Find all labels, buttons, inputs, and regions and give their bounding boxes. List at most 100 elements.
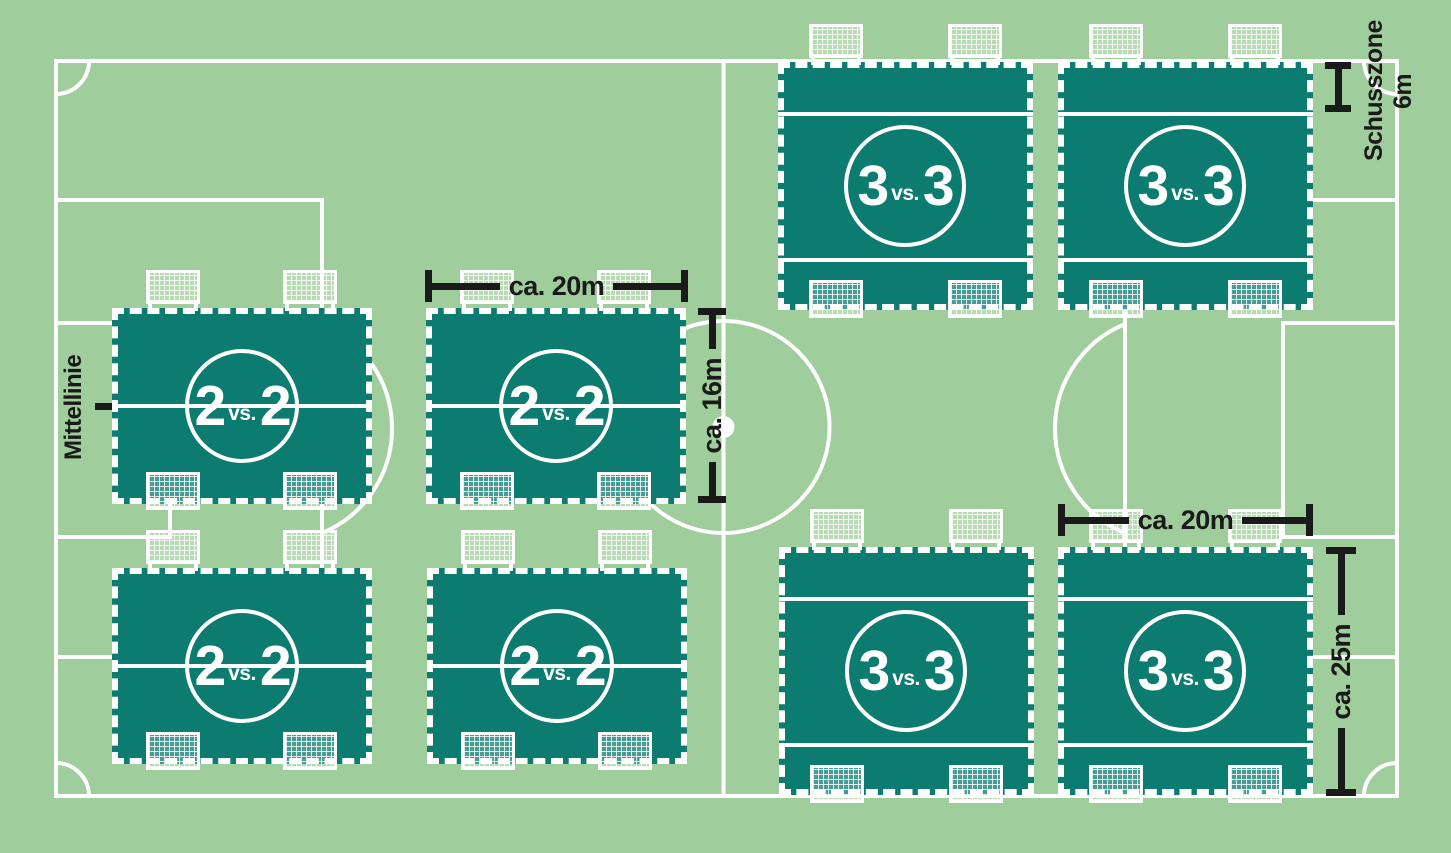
mini-pitch-center-circle: 2 vs. 2: [185, 349, 299, 463]
schusszone-line: [779, 743, 1034, 747]
home-count: 2: [194, 633, 226, 698]
schusszone-line: [778, 112, 1033, 116]
home-count: 3: [1137, 153, 1169, 218]
vs-label: vs.: [543, 661, 571, 685]
dimension-line: [708, 315, 716, 349]
dimension-cap: [425, 270, 432, 302]
dimension-label: ca. 20m: [1137, 504, 1234, 535]
mini-goal-icon: [1089, 280, 1143, 318]
vs-label: vs.: [228, 661, 256, 685]
mini-pitch-3vs3-top-left: 3 vs. 3: [778, 24, 1033, 318]
mini-goal-icon: [460, 472, 514, 510]
dimension-line: [432, 282, 500, 290]
dimension-line: [708, 462, 716, 497]
mini-pitch-3vs3-bottom-right: 3 vs. 3: [1058, 509, 1313, 803]
right-penalty-arc: [1053, 322, 1126, 535]
mini-pitch-center-circle: 2 vs. 2: [499, 349, 613, 463]
right-goal-area: [1281, 321, 1399, 539]
schusszone-depth: 6m: [1388, 73, 1417, 109]
away-count: 2: [259, 633, 292, 698]
corner-arc-bottom-left: [55, 761, 91, 797]
home-count: 3: [858, 638, 890, 703]
away-count: 3: [1202, 153, 1235, 218]
mini-goal-icon: [598, 530, 652, 571]
home-count: 2: [508, 373, 540, 438]
mini-pitch-3vs3-top-right: 3 vs. 3: [1058, 24, 1313, 318]
away-count: 2: [574, 633, 607, 698]
away-count: 3: [923, 638, 956, 703]
schusszone-line: [1058, 112, 1313, 116]
away-count: 2: [573, 373, 606, 438]
mini-goal-icon: [146, 732, 200, 770]
away-count: 2: [259, 373, 292, 438]
schusszone-line: [1058, 743, 1313, 747]
mini-pitch-center-circle: 3 vs. 3: [844, 125, 966, 247]
mini-goal-icon: [810, 765, 864, 803]
mini-goal-icon: [1089, 24, 1143, 65]
mini-goal-icon: [598, 732, 652, 770]
mittellinie-tick: [95, 403, 112, 410]
mini-pitch-center-circle: 3 vs. 3: [1124, 610, 1246, 732]
dimension-line: [1334, 69, 1342, 105]
dimension-cap: [698, 496, 726, 504]
home-count: 3: [1137, 638, 1169, 703]
home-count: 2: [194, 373, 226, 438]
schusszone-line: [779, 597, 1034, 601]
schusszone-line: [778, 258, 1033, 262]
vs-label: vs.: [542, 401, 570, 425]
mini-goal-icon: [810, 509, 864, 550]
mini-goal-icon: [461, 530, 515, 571]
dimension-cap: [1325, 105, 1351, 112]
dimension-line: [1242, 516, 1307, 524]
mini-goal-icon: [146, 270, 200, 311]
vs-label: vs.: [891, 181, 919, 205]
schusszone-name: Schusszone: [1360, 20, 1388, 162]
mini-pitch-center-circle: 2 vs. 2: [185, 609, 299, 723]
corner-arc-top-left: [55, 60, 91, 96]
schusszone-label: Schusszone 6m: [1360, 16, 1418, 166]
mini-pitch-2vs2-bottom-left: 2 vs. 2: [112, 530, 372, 770]
mini-goal-icon: [461, 732, 515, 770]
corner-arc-top-right: [1362, 60, 1398, 96]
vs-label: vs.: [1171, 666, 1199, 690]
dimension-line: [1065, 516, 1129, 524]
mini-goal-icon: [146, 530, 200, 571]
dimension-width-top: ca. 20m: [425, 270, 689, 302]
vs-label: vs.: [1171, 181, 1199, 205]
schusszone-dimension-bar: [1325, 62, 1351, 112]
mini-pitch-center-circle: 3 vs. 3: [1124, 125, 1246, 247]
field-center-spot: [712, 416, 735, 438]
dimension-line: [1337, 554, 1345, 615]
mini-goal-icon: [1228, 509, 1282, 550]
mini-goal-icon: [283, 530, 337, 571]
dimension-cap: [1326, 789, 1356, 797]
mini-goal-icon: [949, 765, 1003, 803]
dimension-label: ca. 25m: [1325, 623, 1356, 720]
mini-goal-icon: [948, 280, 1002, 318]
mini-goal-icon: [146, 472, 200, 510]
dimension-line: [613, 282, 682, 290]
dimension-height-right: ca. 25m: [1325, 547, 1356, 797]
dimension-cap: [1058, 504, 1065, 536]
mini-goal-icon: [597, 472, 651, 510]
mini-goal-icon: [1228, 24, 1282, 65]
mini-goal-icon: [283, 732, 337, 770]
home-count: 3: [857, 153, 889, 218]
dimension-label: ca. 16m: [696, 357, 727, 454]
vs-label: vs.: [228, 401, 256, 425]
mini-pitch-2vs2-top-middle: 2 vs. 2: [426, 270, 686, 510]
mini-goal-icon: [283, 270, 337, 311]
mini-pitch-3vs3-bottom-left: 3 vs. 3: [779, 509, 1034, 803]
mini-goal-icon: [809, 280, 863, 318]
dimension-cap: [1325, 62, 1351, 69]
dimension-cap: [1326, 547, 1356, 554]
mini-goal-icon: [948, 24, 1002, 65]
mini-goal-icon: [1089, 765, 1143, 803]
dimension-label: ca. 20m: [508, 270, 605, 301]
mini-goal-icon: [809, 24, 863, 65]
dimension-cap: [1306, 504, 1314, 536]
vs-label: vs.: [892, 666, 920, 690]
dimension-width-bottom: ca. 20m: [1058, 504, 1314, 536]
home-count: 2: [509, 633, 541, 698]
